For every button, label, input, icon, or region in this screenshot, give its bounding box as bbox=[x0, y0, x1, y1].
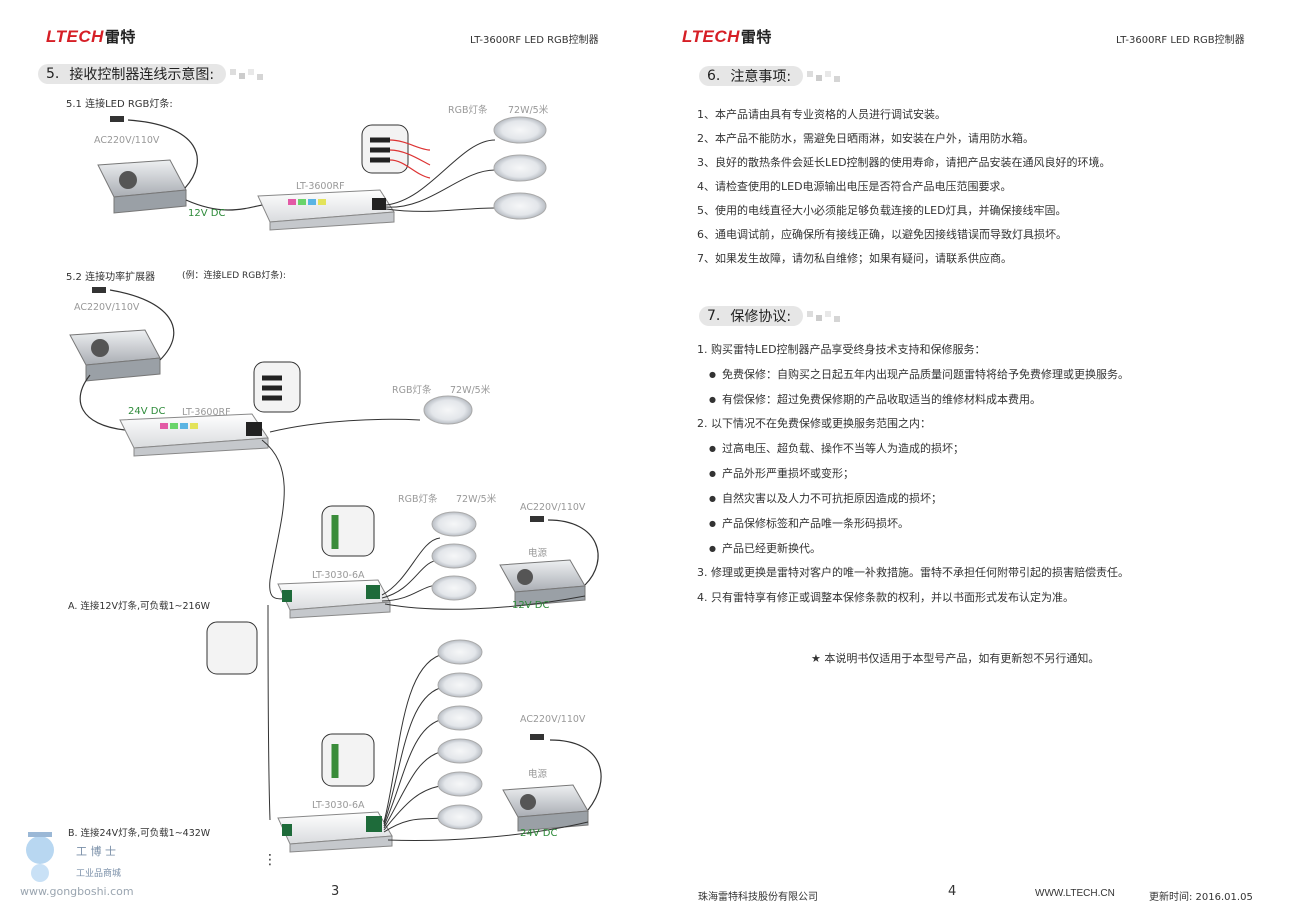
precaution-item: 3、良好的散热条件会延长LED控制器的使用寿命，请把产品安装在通风良好的环境。 bbox=[697, 156, 1111, 169]
watermark-cn-2: 工业品商城 bbox=[76, 869, 122, 879]
section-6-heading: 6. 注意事项: bbox=[699, 65, 841, 87]
subsection-5-1: 5.1 连接LED RGB灯条: bbox=[66, 99, 173, 110]
section-7-number: 7. bbox=[707, 308, 721, 324]
section-6-number: 6. bbox=[707, 68, 721, 84]
brand-name-cn: 雷特 bbox=[104, 29, 136, 46]
section-7-heading: 7. 保修协议: bbox=[699, 305, 841, 327]
page-right: LTECH雷特 LT-3600RF LED RGB控制器 6. 注意事项: 1、本… bbox=[645, 0, 1290, 912]
label-ac-input-1: AC220V/110V bbox=[94, 135, 160, 146]
section-title: 接收控制器连线示意图: bbox=[69, 67, 215, 83]
label-ac-input-2: AC220V/110V bbox=[74, 302, 140, 313]
precaution-item: 7、如果发生故障，请勿私自维修；如果有疑问，请联系供应商。 bbox=[697, 252, 1012, 265]
warranty-item: 4. 只有雷特享有修正或调整本保修条款的权利，并以书面形式发布认定为准。 bbox=[697, 591, 1074, 604]
precaution-item: 4、请检查使用的LED电源输出电压是否符合产品电压范围要求。 bbox=[697, 180, 1012, 193]
warranty-bullet-item: 过高电压、超负载、操作不当等人为造成的损坏； bbox=[709, 440, 964, 456]
label-controller-1: LT-3600RF bbox=[296, 181, 345, 192]
label-24v-dc-1: 24V DC bbox=[128, 406, 166, 417]
psu-unit-4 bbox=[502, 784, 589, 832]
applicability-notice: ★ 本说明书仅适用于本型号产品，如有更新恕不另行通知。 bbox=[811, 652, 1100, 665]
amplifier-b bbox=[277, 811, 393, 853]
continuation-ellipsis: ⋮ bbox=[263, 852, 277, 868]
wiring-diagram bbox=[26, 116, 602, 882]
watermark-mascot bbox=[26, 832, 54, 882]
decorative-dots bbox=[807, 310, 841, 322]
brand-logo: LTECH雷特 bbox=[46, 26, 136, 47]
brand-name-right: LTECH bbox=[682, 27, 740, 46]
label-rgb-strip-1: RGB灯条 bbox=[448, 105, 488, 116]
precaution-item: 6、通电调试前，应确保所有接线正确，以避免因接线错误而导致灯具损坏。 bbox=[697, 228, 1067, 241]
led-strip-reel-2 bbox=[423, 395, 473, 425]
warranty-item: 3. 修理或更换是雷特对客户的唯一补救措施。雷特不承担任何附带引起的损害赔偿责任… bbox=[697, 566, 1129, 579]
label-24v-dc-2: 24V DC bbox=[520, 828, 558, 839]
psu-unit-2 bbox=[69, 329, 161, 382]
section-5-heading: 5. 接收控制器连线示意图: bbox=[38, 63, 264, 85]
led-strip-reels-3 bbox=[431, 511, 477, 601]
section-number: 5. bbox=[46, 66, 60, 82]
terminal-zoom-5 bbox=[321, 733, 375, 787]
watermark-cn-1: 工 博 士 bbox=[76, 845, 116, 858]
warranty-bullet-item: 自然灾害以及人力不可抗拒原因造成的损坏； bbox=[709, 490, 942, 506]
label-ac-input-3: AC220V/110V bbox=[520, 502, 586, 513]
company-name: 珠海雷特科技股份有限公司 bbox=[698, 892, 818, 903]
subsection-5-2: 5.2 连接功率扩展器 bbox=[66, 272, 156, 283]
brand-name: LTECH bbox=[46, 27, 104, 46]
section-6-title: 注意事项: bbox=[730, 69, 792, 85]
precaution-item: 2、本产品不能防水，需避免日晒雨淋，如安装在户外，请用防水箱。 bbox=[697, 132, 1034, 145]
terminal-zoom-3 bbox=[321, 505, 375, 557]
led-strip-reels-4 bbox=[437, 639, 483, 830]
subsection-5-2-note: (例：连接LED RGB灯条): bbox=[182, 271, 286, 281]
brand-name-cn-right: 雷特 bbox=[740, 29, 772, 46]
warranty-bullet-item: 产品保修标签和产品唯一条形码损坏。 bbox=[709, 515, 909, 531]
decorative-dots bbox=[807, 70, 841, 82]
label-12v-dc-2: 12V DC bbox=[512, 600, 550, 611]
doc-title: LT-3600RF LED RGB控制器 bbox=[470, 35, 599, 46]
label-ac-input-4: AC220V/110V bbox=[520, 714, 586, 725]
warranty-item: 2. 以下情况不在免费保修或更换服务范围之内： bbox=[697, 417, 931, 430]
page-left: LTECH雷特 LT-3600RF LED RGB控制器 5. 接收控制器连线示意… bbox=[20, 26, 602, 899]
precaution-item: 1、本产品请由具有专业资格的人员进行调试安装。 bbox=[697, 108, 946, 121]
doc-title-right: LT-3600RF LED RGB控制器 bbox=[1116, 35, 1245, 46]
warranty-bullet-item: 产品外形严重损坏或变形； bbox=[709, 465, 854, 481]
decorative-dots bbox=[230, 68, 264, 80]
label-case-b: B. 连接24V灯条,可负载1~432W bbox=[68, 828, 211, 839]
psu-unit-1 bbox=[97, 159, 187, 214]
terminal-zoom-4 bbox=[206, 621, 258, 675]
amplifier-a bbox=[277, 579, 391, 619]
label-strip-power-2: 72W/5米 bbox=[450, 385, 491, 396]
warranty-bullet-item: 有偿保修：超过免费保修期的产品收取适当的维修材料成本费用。 bbox=[709, 391, 1041, 407]
controller-lt3600rf-1 bbox=[257, 189, 395, 231]
label-psu-4: 电源 bbox=[528, 769, 548, 780]
led-strip-reels-1 bbox=[493, 116, 547, 220]
section-7-title: 保修协议: bbox=[730, 309, 792, 325]
controller-lt3600rf-2 bbox=[119, 413, 269, 457]
label-rgb-strip-3: RGB灯条 bbox=[398, 494, 438, 505]
label-strip-power-3: 72W/5米 bbox=[456, 494, 497, 505]
watermark-url: www.gongboshi.com bbox=[20, 885, 134, 898]
page-number-left: 3 bbox=[331, 884, 340, 899]
warranty-item: 1. 购买雷特LED控制器产品享受终身技术支持和保修服务： bbox=[697, 343, 986, 356]
label-strip-power-1: 72W/5米 bbox=[508, 105, 549, 116]
label-rgb-strip-2: RGB灯条 bbox=[392, 385, 432, 396]
label-case-a: A. 连接12V灯条,可负载1~216W bbox=[68, 601, 211, 612]
brand-logo-right: LTECH雷特 bbox=[682, 26, 772, 47]
label-amplifier-b: LT-3030-6A bbox=[312, 800, 365, 811]
label-psu-3: 电源 bbox=[528, 548, 548, 559]
update-date: 更新时间: 2016.01.05 bbox=[1149, 892, 1253, 903]
warranty-bullet-item: 产品已经更新换代。 bbox=[709, 540, 821, 556]
precaution-item: 5、使用的电线直径大小必须能足够负载连接的LED灯具，并确保接线牢固。 bbox=[697, 204, 1067, 217]
psu-unit-3 bbox=[499, 559, 586, 607]
label-12v-dc-1: 12V DC bbox=[188, 208, 226, 219]
page-number-right: 4 bbox=[948, 884, 957, 899]
website-link[interactable]: WWW.LTECH.CN bbox=[1035, 888, 1115, 899]
label-amplifier-a: LT-3030-6A bbox=[312, 570, 365, 581]
warranty-bullet-item: 免费保修：自购买之日起五年内出现产品质量问题雷特将给予免费修理或更换服务。 bbox=[709, 366, 1129, 382]
label-controller-2: LT-3600RF bbox=[182, 407, 231, 418]
